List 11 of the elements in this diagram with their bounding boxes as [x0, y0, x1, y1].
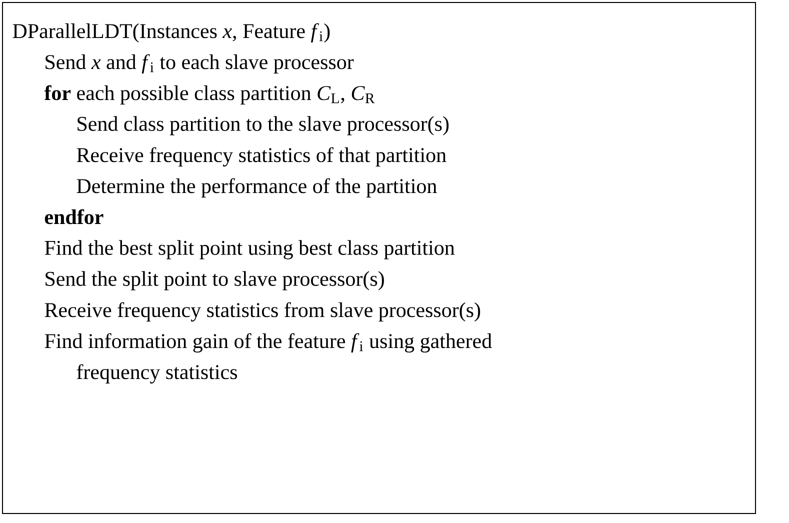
code-line: Find information gain of the feature f$_{i}$ using gathered frequency statistics: [44, 333, 492, 384]
code-line: Receive frequency statistics of that partition: [76, 147, 446, 166]
code-line: Find the best split point using best class partition: [44, 240, 455, 260]
code-line: Receive frequency statistics from slave processor(s): [44, 302, 480, 322]
code-line: for each possible class partition C$_{L}$, C$_{R}$: [44, 85, 375, 104]
code-line: DParallelLDT(Instances x, Feature f$_{i}$): [12, 23, 330, 42]
code-line: endfor: [44, 209, 104, 224]
code-line: Send class partition to the slave processor(s): [78, 116, 449, 136]
code-line: Send the split point to slave processor(s): [46, 271, 384, 290]
code-line: Send x and f$_{i}$ to each slave processor: [46, 54, 354, 74]
code-line: Determine the performance of the partition: [76, 178, 437, 198]
